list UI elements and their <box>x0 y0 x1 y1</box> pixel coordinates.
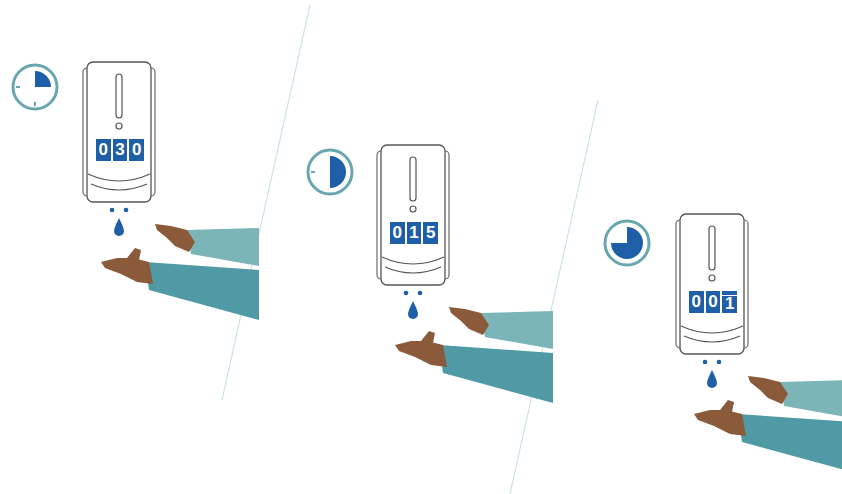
divider-line <box>510 100 598 494</box>
sanitizer-dispenser <box>83 62 259 320</box>
counter-digit: 0 <box>96 139 111 161</box>
counter-digit: 1 <box>407 222 422 244</box>
counter-digit: 3 <box>113 139 128 161</box>
counter-display: 001 <box>688 290 738 314</box>
counter-display: 015 <box>389 221 439 245</box>
sanitizer-dispenser <box>377 145 553 403</box>
sanitizer-dispenser <box>676 214 842 472</box>
divider-line <box>222 5 310 400</box>
counter-display: 030 <box>95 138 145 162</box>
counter-digit: 0 <box>689 291 704 313</box>
counter-digit: 1 <box>722 291 737 313</box>
clock-icon <box>605 221 649 265</box>
counter-digit: 5 <box>423 222 438 244</box>
clock-icon <box>13 65 57 109</box>
counter-digit: 0 <box>390 222 405 244</box>
counter-digit: 0 <box>129 139 144 161</box>
clock-icon <box>308 150 352 194</box>
counter-digit: 0 <box>706 291 721 313</box>
